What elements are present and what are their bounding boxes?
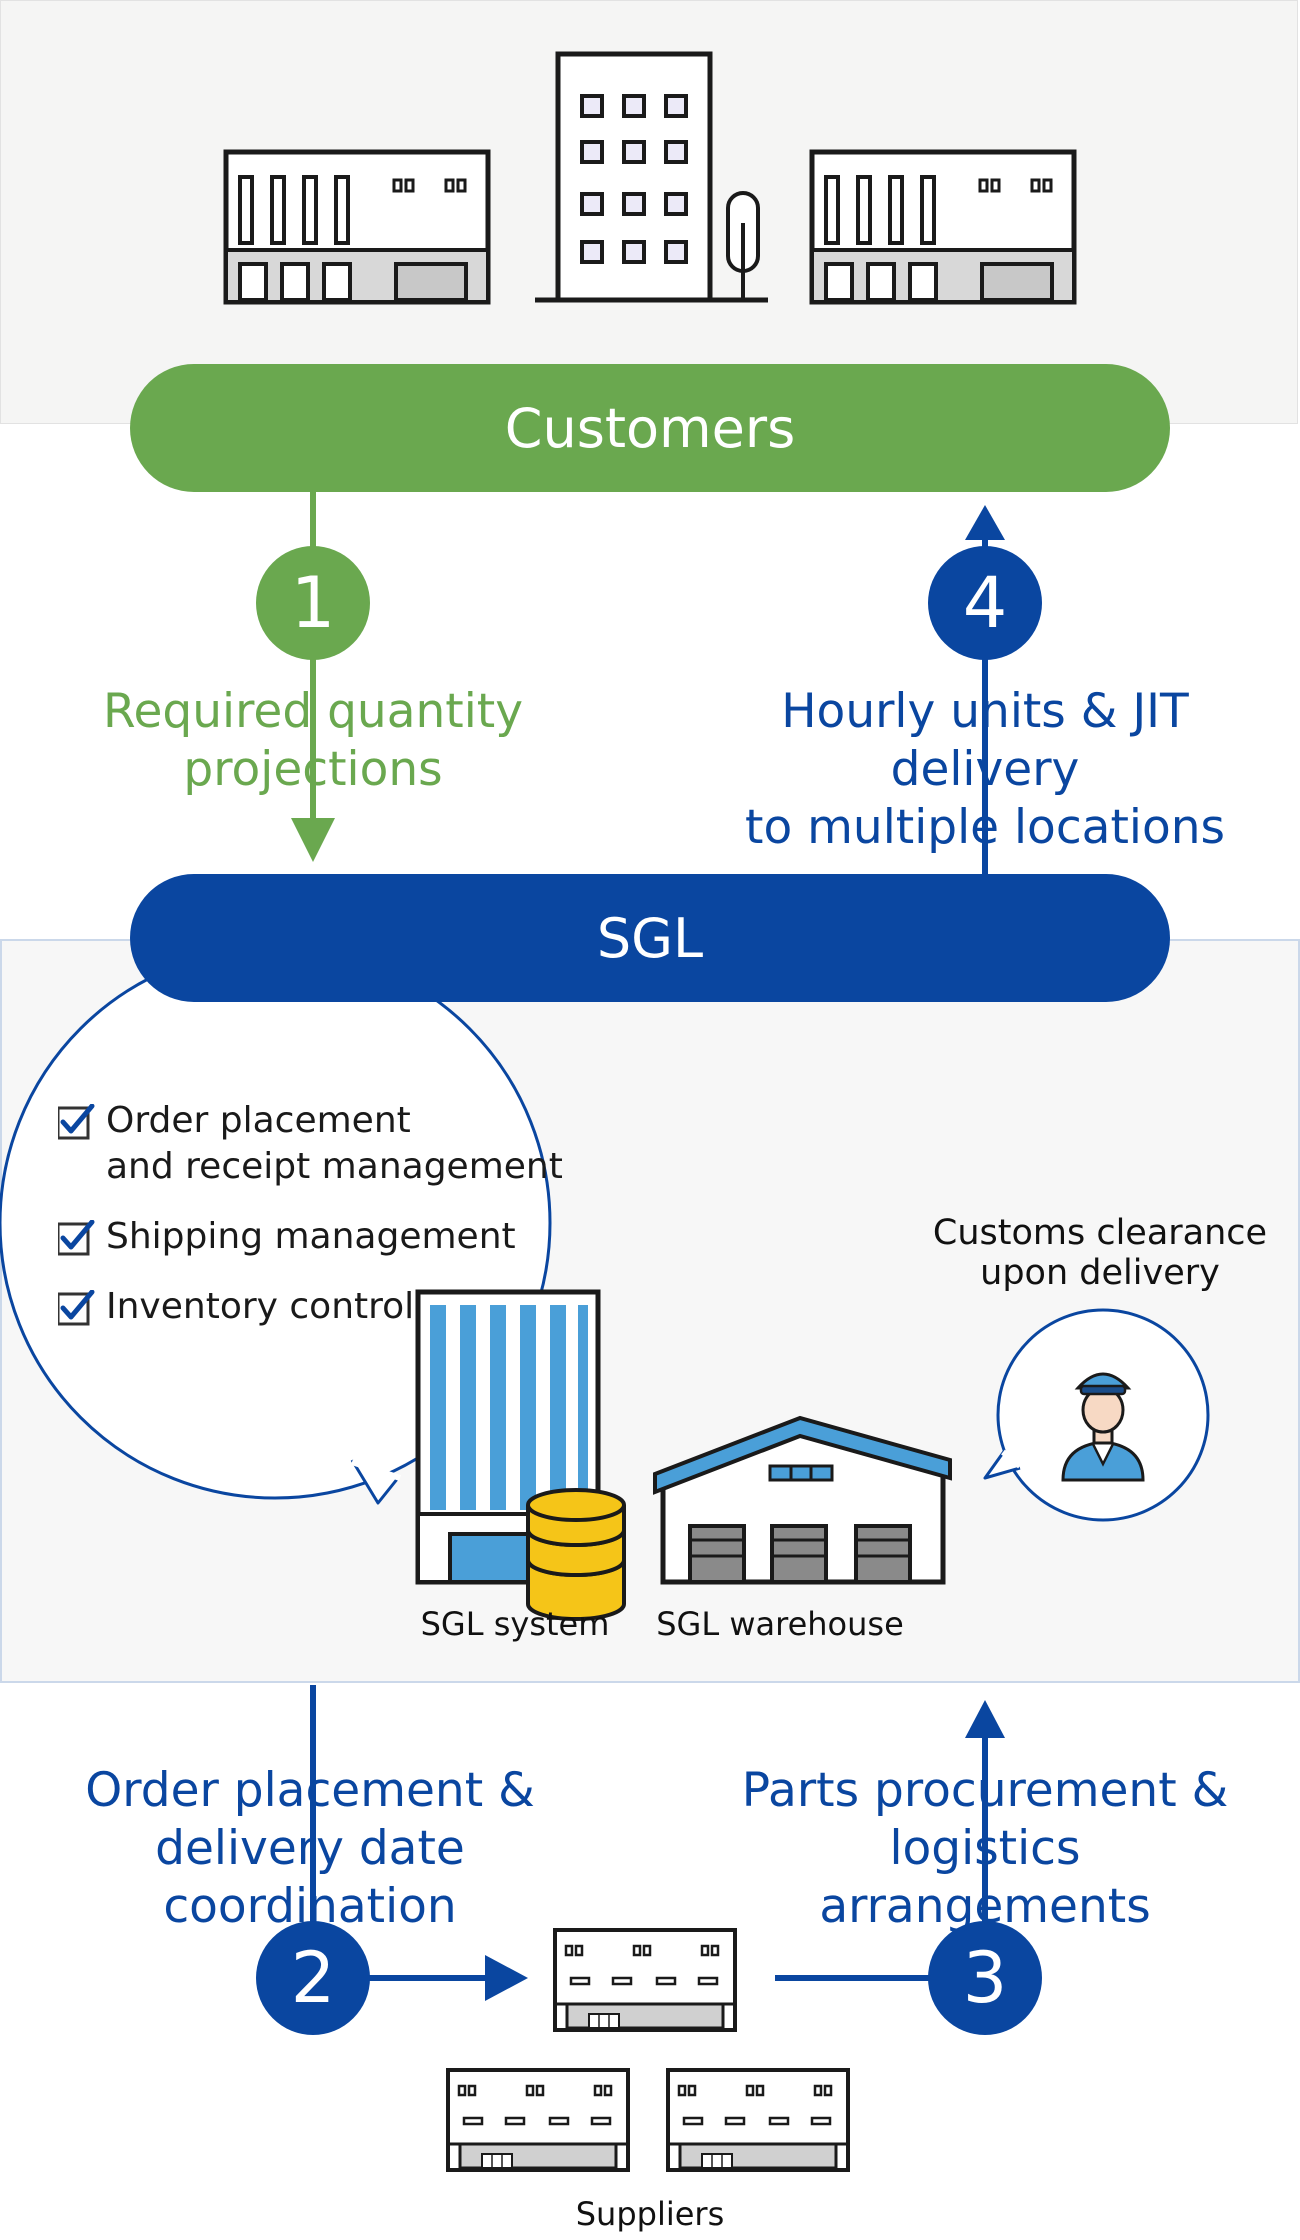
step2-arrowhead — [485, 1955, 528, 2001]
sgl-warehouse-icon — [653, 1415, 952, 1585]
step4-badge — [928, 546, 1042, 660]
step1-label: Required quantity projections — [80, 683, 546, 799]
step2-badge — [256, 1921, 370, 2035]
checkbox-checked-icon — [58, 1104, 96, 1142]
checklist-item-label: Order placement — [106, 1100, 411, 1141]
checklist-item-label-line2: and receipt management — [106, 1146, 563, 1187]
sgl-pill: SGL — [130, 874, 1170, 1002]
step1-badge — [256, 546, 370, 660]
office-building-icon — [535, 51, 768, 303]
customers-label: Customers — [504, 396, 796, 460]
step1-label-line2: projections — [183, 742, 443, 797]
customer-warehouse-left-icon — [226, 152, 488, 302]
step2-label-line1: Order placement & — [85, 1763, 535, 1818]
customs-caption-line1: Customs clearance — [932, 1213, 1268, 1253]
supplier-right-icon — [666, 2068, 850, 2172]
step4-label-line1: Hourly units & JIT delivery — [781, 684, 1189, 797]
customs-caption: Customs clearance upon delivery — [930, 1213, 1270, 1293]
function-checklist: Order placement and receipt management S… — [58, 1098, 578, 1354]
checklist-item: Order placement and receipt management — [58, 1098, 578, 1190]
step3-label: Parts procurement & logistics arrangemen… — [720, 1762, 1250, 1936]
step4-label: Hourly units & JIT delivery to multiple … — [680, 683, 1290, 857]
step4-arrowhead — [965, 505, 1005, 540]
step3-badge — [928, 1921, 1042, 2035]
customer-warehouse-right-icon — [812, 152, 1074, 302]
step4-label-line2: to multiple locations — [745, 800, 1225, 855]
checkbox-checked-icon — [58, 1290, 96, 1328]
checkbox-checked-icon — [58, 1220, 96, 1258]
step3-number: 3 — [963, 1937, 1008, 2019]
suppliers-label: Suppliers — [575, 2195, 725, 2233]
customs-caption-line2: upon delivery — [980, 1253, 1220, 1293]
step2-number: 2 — [291, 1937, 336, 2019]
step4-number: 4 — [963, 562, 1008, 644]
step2-label: Order placement & delivery date coordina… — [5, 1762, 615, 1936]
step3-label-line2: logistics arrangements — [819, 1821, 1151, 1934]
customers-pill: Customers — [130, 364, 1170, 492]
sgl-warehouse-label: SGL warehouse — [656, 1605, 904, 1643]
customs-officer-icon — [1061, 1372, 1145, 1482]
checklist-item: Inventory control — [58, 1284, 578, 1330]
sgl-label: SGL — [596, 906, 704, 970]
supplier-top-icon — [553, 1928, 737, 2032]
checklist-item: Shipping management — [58, 1214, 578, 1260]
sgl-system-label: SGL system — [420, 1605, 610, 1643]
step1-number: 1 — [291, 562, 336, 644]
step3-label-line1: Parts procurement & — [741, 1763, 1229, 1818]
step1-label-line1: Required quantity — [102, 684, 524, 739]
step1-arrowhead — [291, 818, 335, 862]
step3-arrowhead — [965, 1700, 1005, 1738]
checklist-item-label: Shipping management — [106, 1216, 516, 1257]
checklist-item-label: Inventory control — [106, 1286, 415, 1327]
sgl-system-icon — [415, 1289, 626, 1621]
bubble-tail — [350, 1459, 400, 1505]
supplier-left-icon — [446, 2068, 630, 2172]
step2-label-line2: delivery date coordination — [155, 1821, 465, 1934]
